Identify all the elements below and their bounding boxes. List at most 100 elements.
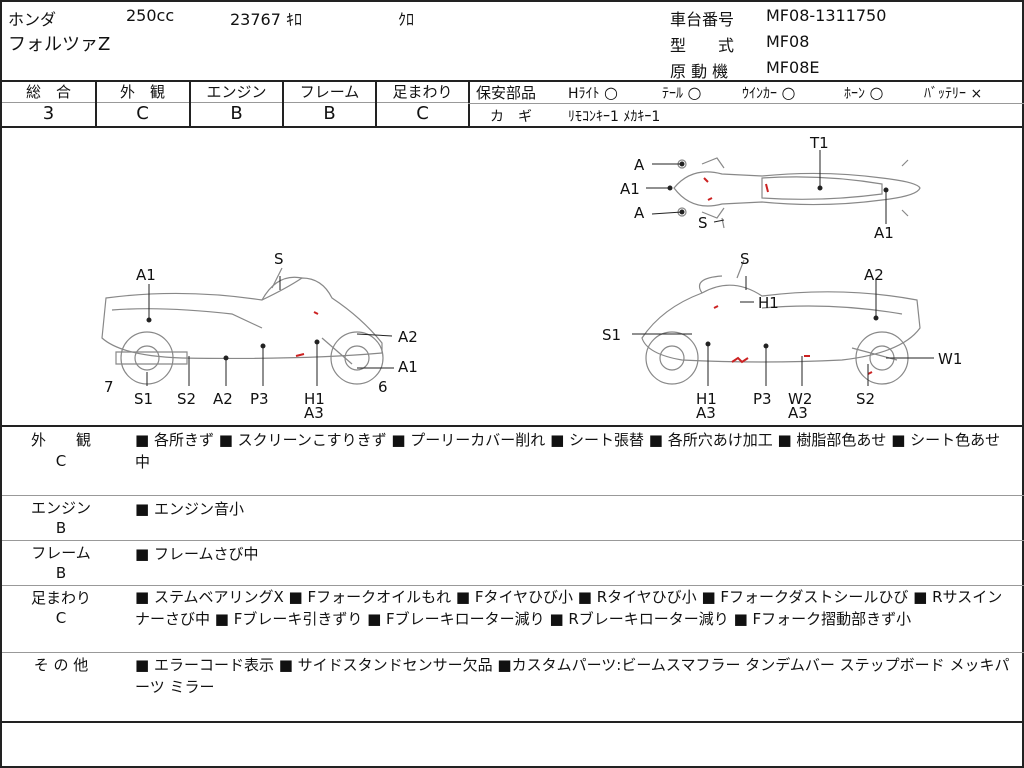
safety-item-mark: ○: [687, 83, 702, 102]
left-view-outline: [101, 267, 384, 385]
detail-row-other: そ の 他 ■ エラーコード表示 ■ サイドスタンドセンサー欠品 ■カスタムパー…: [2, 653, 1022, 721]
detail-grade: B: [55, 564, 67, 582]
grade-label-suspension: 足まわり: [392, 83, 453, 101]
grade-label-exterior: 外 観: [119, 83, 165, 101]
model-type-label: 型 式: [670, 36, 735, 55]
detail-label: 外 観: [30, 431, 91, 449]
divider: [2, 102, 468, 103]
keys-label: カ ギ: [490, 109, 532, 125]
safety-parts-title: 保安部品: [476, 84, 537, 102]
grade-value-suspension: C: [416, 103, 429, 124]
detail-text: ■ フレームさび中: [135, 545, 259, 563]
label-left-a2-right: A2: [398, 328, 418, 346]
divider: [282, 80, 284, 127]
label-left-p3: P3: [250, 390, 269, 408]
safety-item-mark: ○: [869, 83, 884, 102]
safety-item-tail: ﾃｰﾙ ○: [662, 83, 701, 103]
model-type-value: MF08: [766, 32, 810, 51]
label-right-s1: S1: [602, 326, 621, 344]
detail-grade: C: [55, 452, 67, 470]
displacement: 250cc: [126, 6, 175, 25]
divider: [189, 80, 191, 127]
safety-item-name: Hﾗｲﾄ: [568, 86, 600, 102]
engine-model-value: MF08E: [766, 58, 820, 77]
divider: [2, 585, 1024, 586]
label-left-6: 6: [378, 378, 388, 396]
label-right-h1-upper: H1: [758, 294, 779, 312]
safety-item-name: ｳｲﾝｶｰ: [742, 86, 777, 102]
label-left-s2: S2: [177, 390, 196, 408]
label-top-t1: T1: [809, 134, 829, 152]
label-top-a1-right: A1: [874, 224, 894, 242]
grade-label-frame: フレーム: [299, 83, 360, 101]
grade-value-frame: B: [323, 103, 336, 124]
mileage: 23767 ｷﾛ: [230, 10, 302, 29]
safety-item-mark: ×: [970, 86, 983, 102]
label-left-h1: H1: [304, 390, 325, 408]
safety-item-horn: ﾎｰﾝ ○: [844, 83, 883, 103]
label-right-a3-second: A3: [788, 404, 808, 422]
label-left-a2: A2: [213, 390, 233, 408]
divider: [2, 80, 1024, 82]
label-right-p3: P3: [753, 390, 772, 408]
detail-grade: C: [55, 609, 67, 627]
divider: [2, 721, 1024, 723]
label-top-a: A: [634, 156, 645, 174]
label-left-a1-right: A1: [398, 358, 418, 376]
label-right-w2: W2: [788, 390, 812, 408]
engine-model-label: 原 動 機: [670, 62, 729, 81]
divider: [468, 103, 1024, 104]
detail-label: エンジン: [30, 499, 91, 517]
grade-value-overall: 3: [42, 103, 55, 124]
detail-text: ■ エンジン音小: [135, 500, 244, 518]
detail-row-engine: エンジン B ■ エンジン音小: [2, 496, 1022, 540]
divider: [375, 80, 377, 127]
frame-number-value: MF08-1311750: [766, 6, 887, 25]
color: ｸﾛ: [398, 10, 415, 29]
detail-label: 足まわり: [30, 589, 91, 607]
frame-number-label: 車台番号: [670, 10, 735, 29]
detail-row-frame: フレーム B ■ フレームさび中: [2, 541, 1022, 585]
safety-item-name: ﾊﾞｯﾃﾘｰ: [924, 86, 966, 102]
damage-marks: [295, 177, 873, 375]
divider: [2, 425, 1024, 427]
divider: [95, 80, 97, 127]
label-right-w1: W1: [938, 350, 962, 368]
safety-item-battery: ﾊﾞｯﾃﾘｰ ×: [924, 83, 982, 103]
grade-label-engine: エンジン: [206, 83, 267, 101]
detail-label: そ の 他: [33, 656, 89, 674]
divider: [2, 495, 1024, 496]
label-top-a-lower: A: [634, 204, 645, 222]
label-left-7: 7: [104, 378, 114, 396]
detail-text: ■ エラーコード表示 ■ サイドスタンドセンサー欠品 ■カスタムパーツ:ビームス…: [135, 656, 1010, 696]
maker: ホンダ: [8, 10, 57, 29]
model-name: フォルツァZ: [8, 34, 111, 55]
label-left-a3: A3: [304, 404, 324, 422]
label-left-a1: A1: [136, 266, 156, 284]
safety-item-winker: ｳｲﾝｶｰ ○: [742, 83, 795, 103]
label-right-a2: A2: [864, 266, 884, 284]
divider: [2, 652, 1024, 653]
label-right-a3: A3: [696, 404, 716, 422]
safety-item-name: ﾃｰﾙ: [662, 86, 683, 102]
detail-row-exterior: 外 観 C ■ 各所きず ■ スクリーンこすりきず ■ プーリーカバー削れ ■ …: [2, 427, 1022, 495]
safety-item-mark: ○: [603, 83, 618, 102]
grade-value-exterior: C: [136, 103, 149, 124]
detail-text: ■ ステムベアリングX ■ Fフォークオイルもれ ■ Fタイヤひび小 ■ Rタイ…: [135, 588, 1003, 628]
detail-row-suspension: 足まわり C ■ ステムベアリングX ■ Fフォークオイルもれ ■ Fタイヤひび…: [2, 586, 1022, 652]
label-left-s1: S1: [134, 390, 153, 408]
leader-lines: [146, 150, 934, 386]
top-view-outline: [673, 157, 921, 229]
label-left-s: S: [274, 250, 284, 268]
detail-text: ■ 各所きず ■ スクリーンこすりきず ■ プーリーカバー削れ ■ シート張替 …: [135, 431, 1001, 471]
label-right-h1: H1: [696, 390, 717, 408]
label-right-s2: S2: [856, 390, 875, 408]
keys-value: ﾘﾓｺﾝｷｰ1 ﾒｶｷｰ1: [568, 109, 661, 125]
label-top-a1: A1: [620, 180, 640, 198]
grade-label-overall: 総 合: [25, 83, 71, 101]
safety-item-headlight: Hﾗｲﾄ ○: [568, 83, 618, 103]
divider: [2, 540, 1024, 541]
detail-grade: B: [55, 519, 67, 537]
divider: [2, 126, 1024, 128]
